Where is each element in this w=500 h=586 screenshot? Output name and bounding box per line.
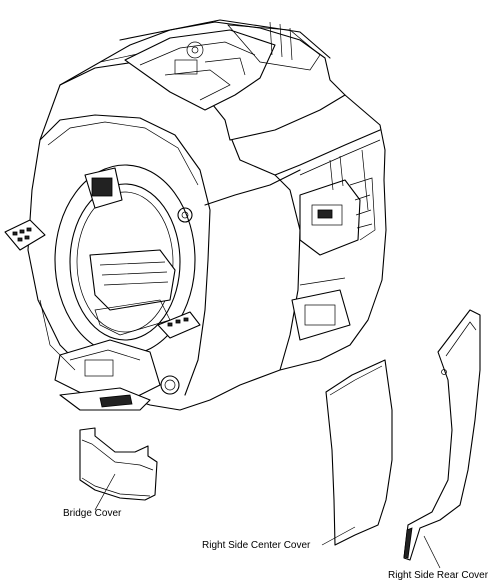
gantry-right-side [274, 139, 381, 371]
leader-bridge-cover [94, 473, 116, 511]
bore-inner-ring [69, 183, 181, 341]
label-right-side-rear-cover: Right Side Rear Cover [388, 570, 489, 581]
right-side-rear-cover-part [403, 309, 481, 561]
gantry-knob [177, 207, 193, 223]
leader-right-side-center-cover [321, 526, 356, 546]
front-face-outline [39, 114, 211, 396]
bridge-cover-part [79, 427, 158, 501]
right-side-rear-cover-shape [403, 309, 481, 561]
front-face [39, 114, 211, 396]
right-control-panel [157, 311, 201, 339]
left-control-panel [4, 219, 46, 251]
leader-right-side-rear-cover [423, 535, 441, 569]
right-side-lower-bay [291, 289, 351, 341]
right-side-center-cover-part [325, 359, 393, 546]
patient-table [89, 249, 176, 311]
gantry-base [39, 299, 180, 411]
callout-leaders [94, 473, 441, 569]
right-side-center-cover-shape [325, 359, 393, 546]
top-service-compartment [124, 29, 276, 111]
label-bridge-cover: Bridge Cover [63, 508, 122, 519]
label-right-side-center-cover: Right Side Center Cover [202, 540, 311, 551]
bridge-cover-shape [79, 427, 158, 501]
